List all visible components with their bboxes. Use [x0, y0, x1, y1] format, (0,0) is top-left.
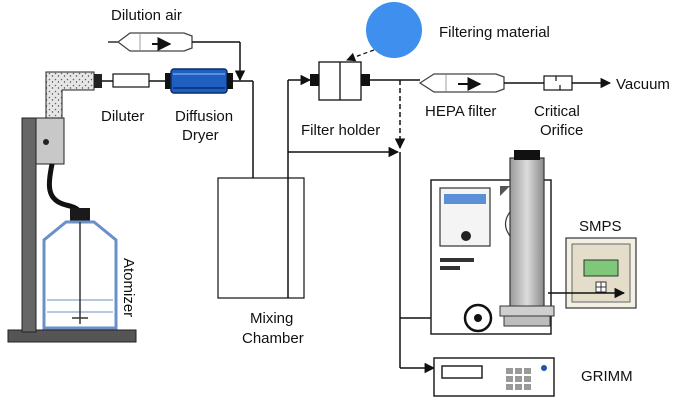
hepa-filter-label: HEPA filter — [425, 103, 496, 120]
diluter-label: Diluter — [101, 108, 144, 125]
diffusion-label: Diffusion — [175, 108, 233, 125]
atomizer-clamp — [35, 117, 65, 165]
filter-holder-label: Filter holder — [301, 122, 380, 139]
chamber-label: Chamber — [242, 330, 304, 347]
critical-orifice-body — [543, 75, 573, 91]
dilution-air-label: Dilution air — [111, 7, 182, 24]
dilution-air-filter: Dilution air — [108, 7, 246, 82]
atomizer-cap — [70, 208, 90, 222]
smps-instrument: SMPS — [430, 150, 637, 335]
filtering-material-disk — [366, 2, 422, 58]
vacuum-label: Vacuum — [616, 76, 670, 93]
mixing-chamber-box — [217, 177, 305, 299]
mixing-chamber: Mixing Chamber — [217, 177, 305, 347]
grimm-display — [441, 365, 483, 379]
critical-orifice: Critical Orifice Vacuum — [534, 75, 670, 139]
diffusion-dryer — [170, 68, 228, 94]
smps-display — [583, 259, 619, 277]
filtering-material: Filtering material — [346, 2, 550, 62]
chamber-outlet-lines — [287, 74, 400, 298]
filter-holder: Filter holder — [301, 61, 380, 139]
atomizer-elbow — [45, 71, 95, 119]
classifier-screen — [444, 194, 486, 204]
dma-column — [509, 157, 545, 309]
smps-label: SMPS — [579, 218, 622, 235]
grimm-keypad — [506, 368, 531, 390]
atomizer-label: Atomizer — [120, 258, 137, 317]
orifice-label: Orifice — [540, 122, 583, 139]
atomizer-stand — [21, 117, 37, 333]
atomizer: Atomizer — [7, 71, 137, 343]
atomizer-base — [7, 329, 137, 343]
diluter — [112, 73, 150, 88]
grimm-label: GRIMM — [581, 368, 633, 385]
filtering-material-label: Filtering material — [439, 24, 550, 41]
hepa-filter: HEPA filter — [418, 73, 544, 120]
grimm-instrument: GRIMM — [433, 357, 633, 397]
dryer-label: Dryer — [182, 127, 219, 144]
critical-label: Critical — [534, 103, 580, 120]
mixing-label: Mixing — [250, 310, 293, 327]
